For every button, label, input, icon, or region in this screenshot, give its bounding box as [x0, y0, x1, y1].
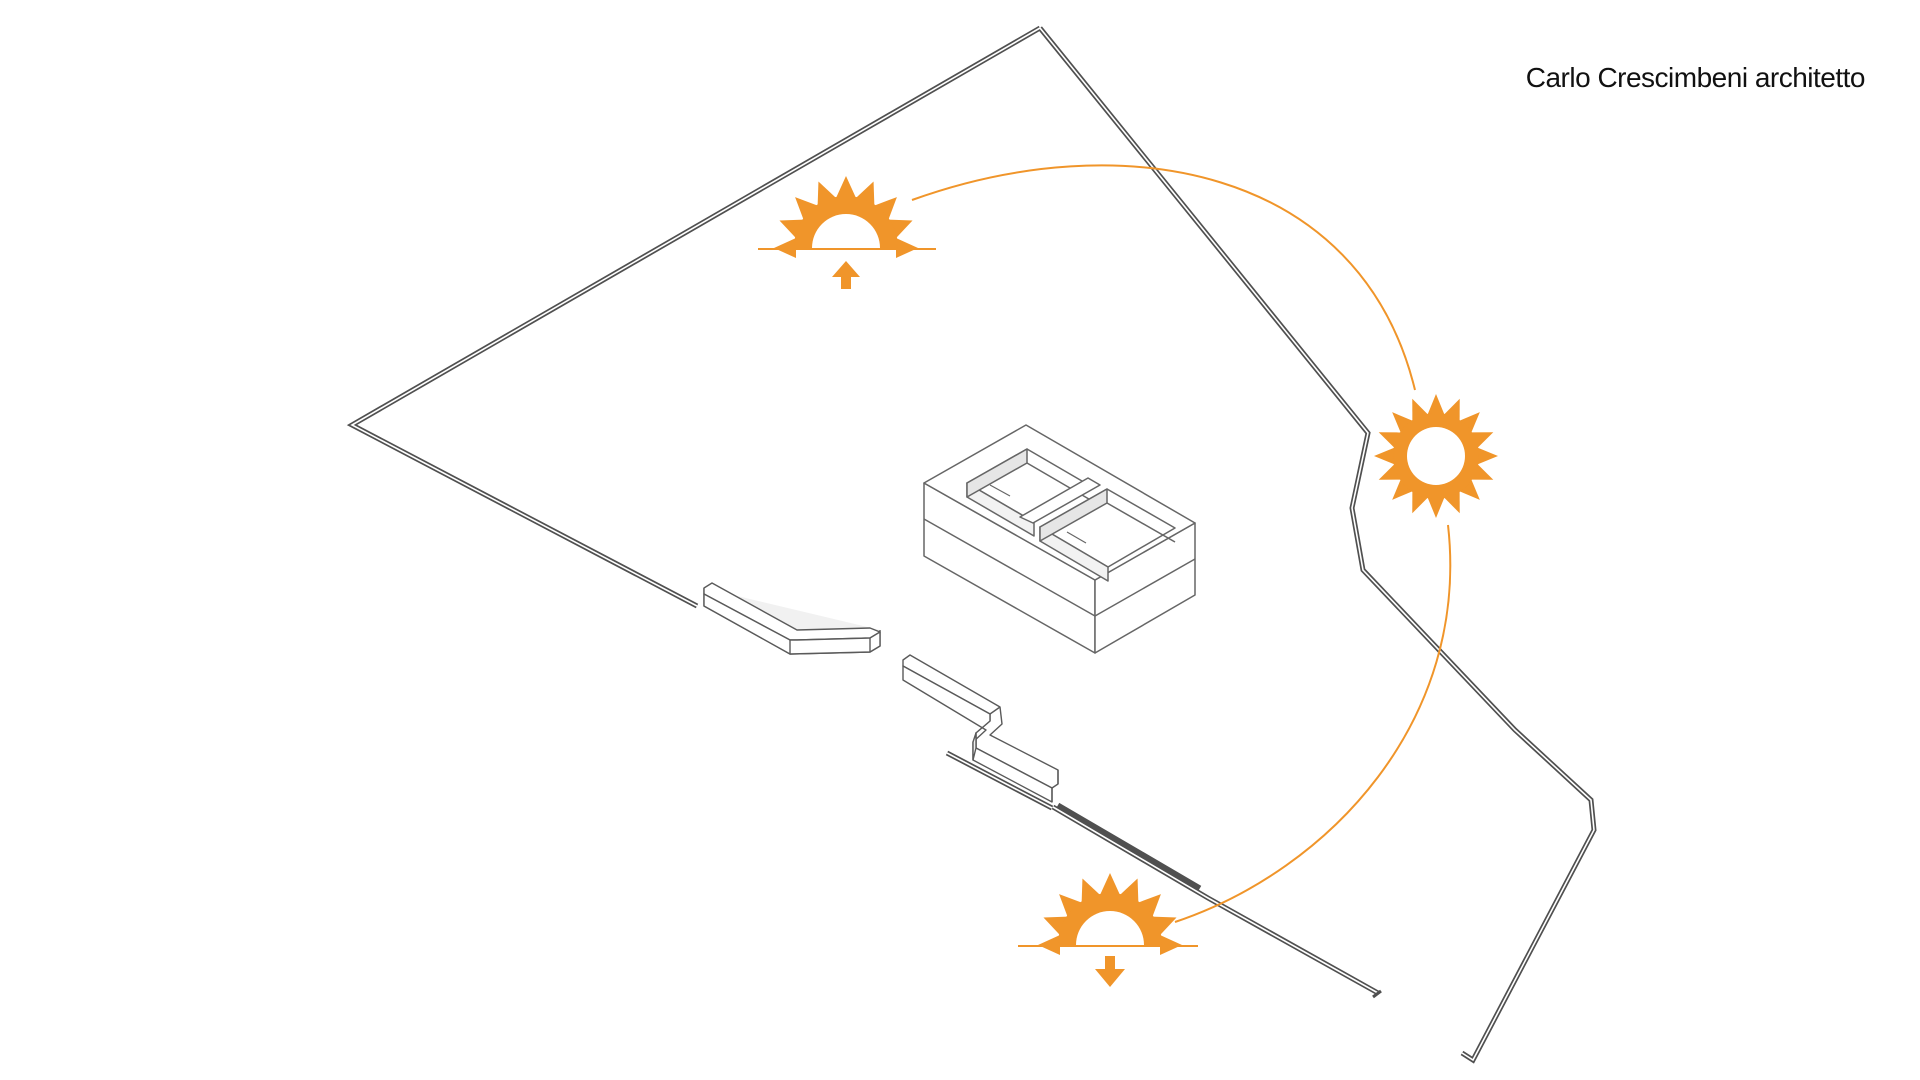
site-wall-east: [902, 654, 1059, 803]
architect-credit: Carlo Crescimbeni architetto: [1525, 62, 1866, 93]
sun-path-arc: [911, 164, 1452, 923]
arrow-up-icon: [832, 261, 860, 289]
arrow-down-icon: [1095, 956, 1125, 987]
sunset-icon: [1018, 873, 1198, 987]
sun-icon: [1374, 394, 1498, 518]
site-wall-west: [703, 582, 881, 655]
sunrise-icon: [758, 176, 936, 289]
site-boundary: [346, 25, 1597, 1064]
building: [923, 424, 1196, 654]
